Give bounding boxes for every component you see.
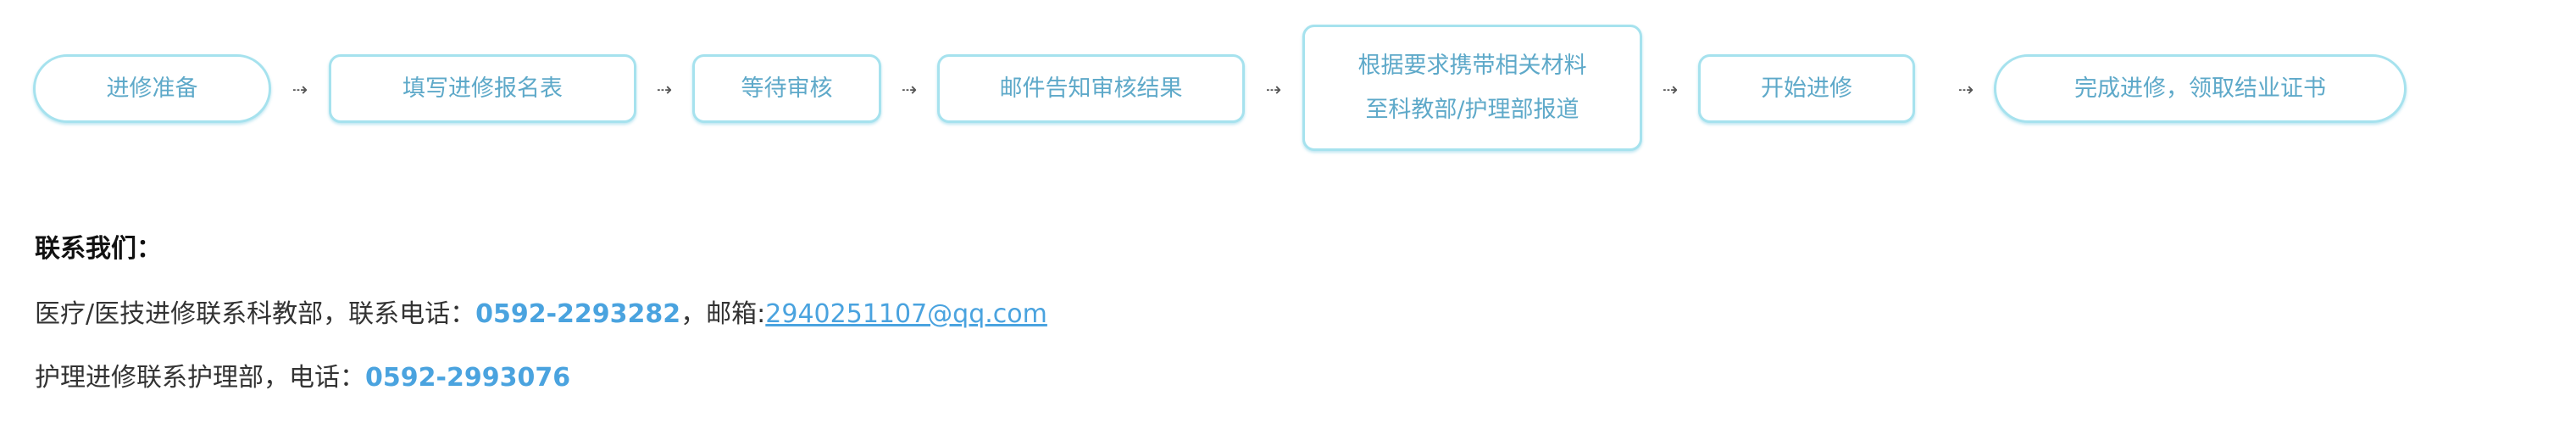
step-start-training: 开始进修 (1698, 54, 1915, 123)
step-label: 填写进修报名表 (402, 75, 563, 102)
nursing-phone: 0592-2993076 (365, 363, 571, 393)
step-report-materials: 根据要求携带相关材料 至科教部/护理部报道 (1302, 25, 1642, 151)
nursing-contact-label: 护理进修联系护理部，电话： (35, 363, 365, 393)
arrow-icon: ⇢ (656, 80, 673, 101)
arrow-icon: ⇢ (1662, 80, 1679, 101)
email-label: ，邮箱: (680, 299, 766, 329)
step-email-result: 邮件告知审核结果 (937, 54, 1245, 123)
step-complete-certificate: 完成进修，领取结业证书 (1994, 54, 2407, 123)
step-label: 至科教部/护理部报道 (1365, 96, 1579, 123)
step-preparation: 进修准备 (33, 54, 271, 123)
email-link[interactable]: 2940251107@qq.com (765, 299, 1047, 329)
arrow-icon: ⇢ (291, 80, 308, 101)
step-label: 完成进修，领取结业证书 (2074, 75, 2326, 102)
medical-contact-label: 医疗/医技进修联系科教部，联系电话： (35, 299, 476, 329)
step-label: 邮件告知审核结果 (999, 75, 1183, 102)
contact-heading: 联系我们： (35, 234, 162, 264)
medical-contact-line: 医疗/医技进修联系科教部，联系电话：0592-2293282，邮箱:294025… (35, 293, 1047, 330)
step-label: 等待审核 (741, 75, 833, 102)
step-label: 开始进修 (1761, 75, 1852, 102)
medical-phone: 0592-2293282 (475, 299, 681, 329)
arrow-icon: ⇢ (901, 80, 918, 101)
step-label: 根据要求携带相关材料 (1357, 52, 1587, 79)
nursing-contact-line: 护理进修联系护理部，电话：0592-2993076 (35, 356, 570, 393)
step-await-review: 等待审核 (692, 54, 881, 123)
step-fill-form: 填写进修报名表 (329, 54, 636, 123)
arrow-icon: ⇢ (1265, 80, 1282, 101)
step-label: 进修准备 (106, 75, 198, 102)
arrow-icon: ⇢ (1957, 80, 1974, 101)
